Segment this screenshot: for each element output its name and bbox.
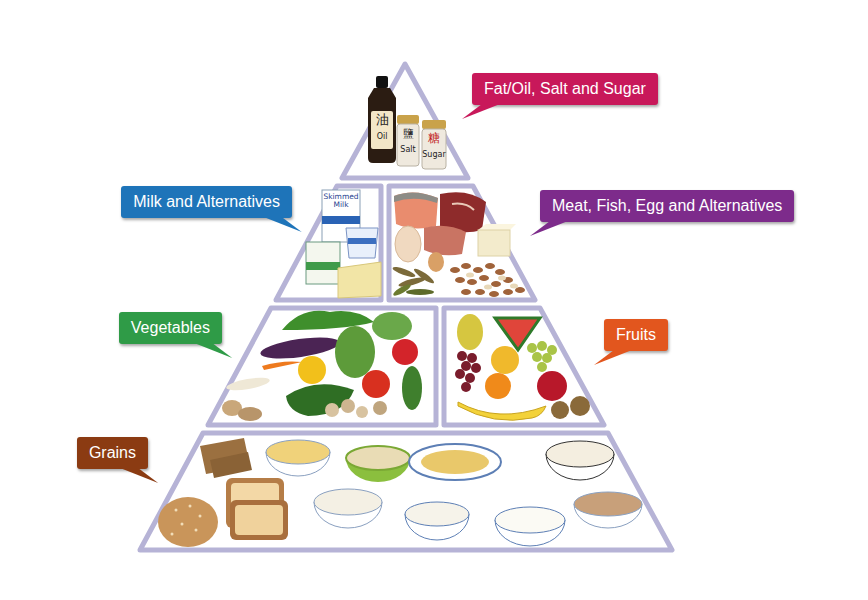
group-name: Milk and Alternatives: [133, 192, 280, 212]
food-group-callout: Fat/Oil, Salt and Sugar: [472, 73, 658, 105]
package-label: 糖: [422, 132, 446, 145]
meat-fish-egg: [392, 192, 525, 297]
callout-tail: [540, 190, 541, 191]
fruits: [455, 314, 590, 420]
callout-tail: [121, 186, 122, 187]
vegetables: [222, 311, 422, 421]
package-label: Oil: [371, 133, 393, 142]
pyramid-tiers: [140, 64, 672, 550]
food-group-callout: Fruits: [604, 319, 668, 351]
callout-tail-shape: [194, 343, 232, 358]
group-name: Fat/Oil, Salt and Sugar: [484, 79, 646, 99]
callout-tail: [77, 437, 78, 438]
package-label: Skimmed Milk: [323, 193, 359, 210]
food-group-callout: Milk and Alternatives: [121, 186, 292, 218]
callout-tail: [472, 73, 473, 74]
food-group-callout: Vegetables: [119, 312, 222, 344]
callout-tail-shape: [462, 104, 500, 119]
oil-salt-sugar-jars: [368, 76, 446, 169]
group-name: Fruits: [616, 325, 656, 345]
food-group-callout: Grains: [77, 437, 148, 469]
group-name: Meat, Fish, Egg and Alternatives: [552, 196, 782, 216]
callout-tail-shape: [530, 221, 568, 236]
callout-tail-shape: [594, 350, 632, 365]
package-label: Sugar: [421, 151, 447, 160]
package-label: 油: [371, 113, 393, 127]
grains: [158, 438, 642, 547]
milk-products: [306, 190, 381, 298]
callout-tail: [119, 312, 120, 313]
group-name: Vegetables: [131, 318, 210, 338]
package-label: Salt: [396, 146, 420, 155]
package-label: 鹽: [397, 128, 419, 140]
callout-tail-shape: [120, 468, 158, 483]
group-name: Grains: [89, 443, 136, 463]
callout-tail: [604, 319, 605, 320]
callout-tail-shape: [264, 217, 302, 232]
food-group-callout: Meat, Fish, Egg and Alternatives: [540, 190, 794, 222]
